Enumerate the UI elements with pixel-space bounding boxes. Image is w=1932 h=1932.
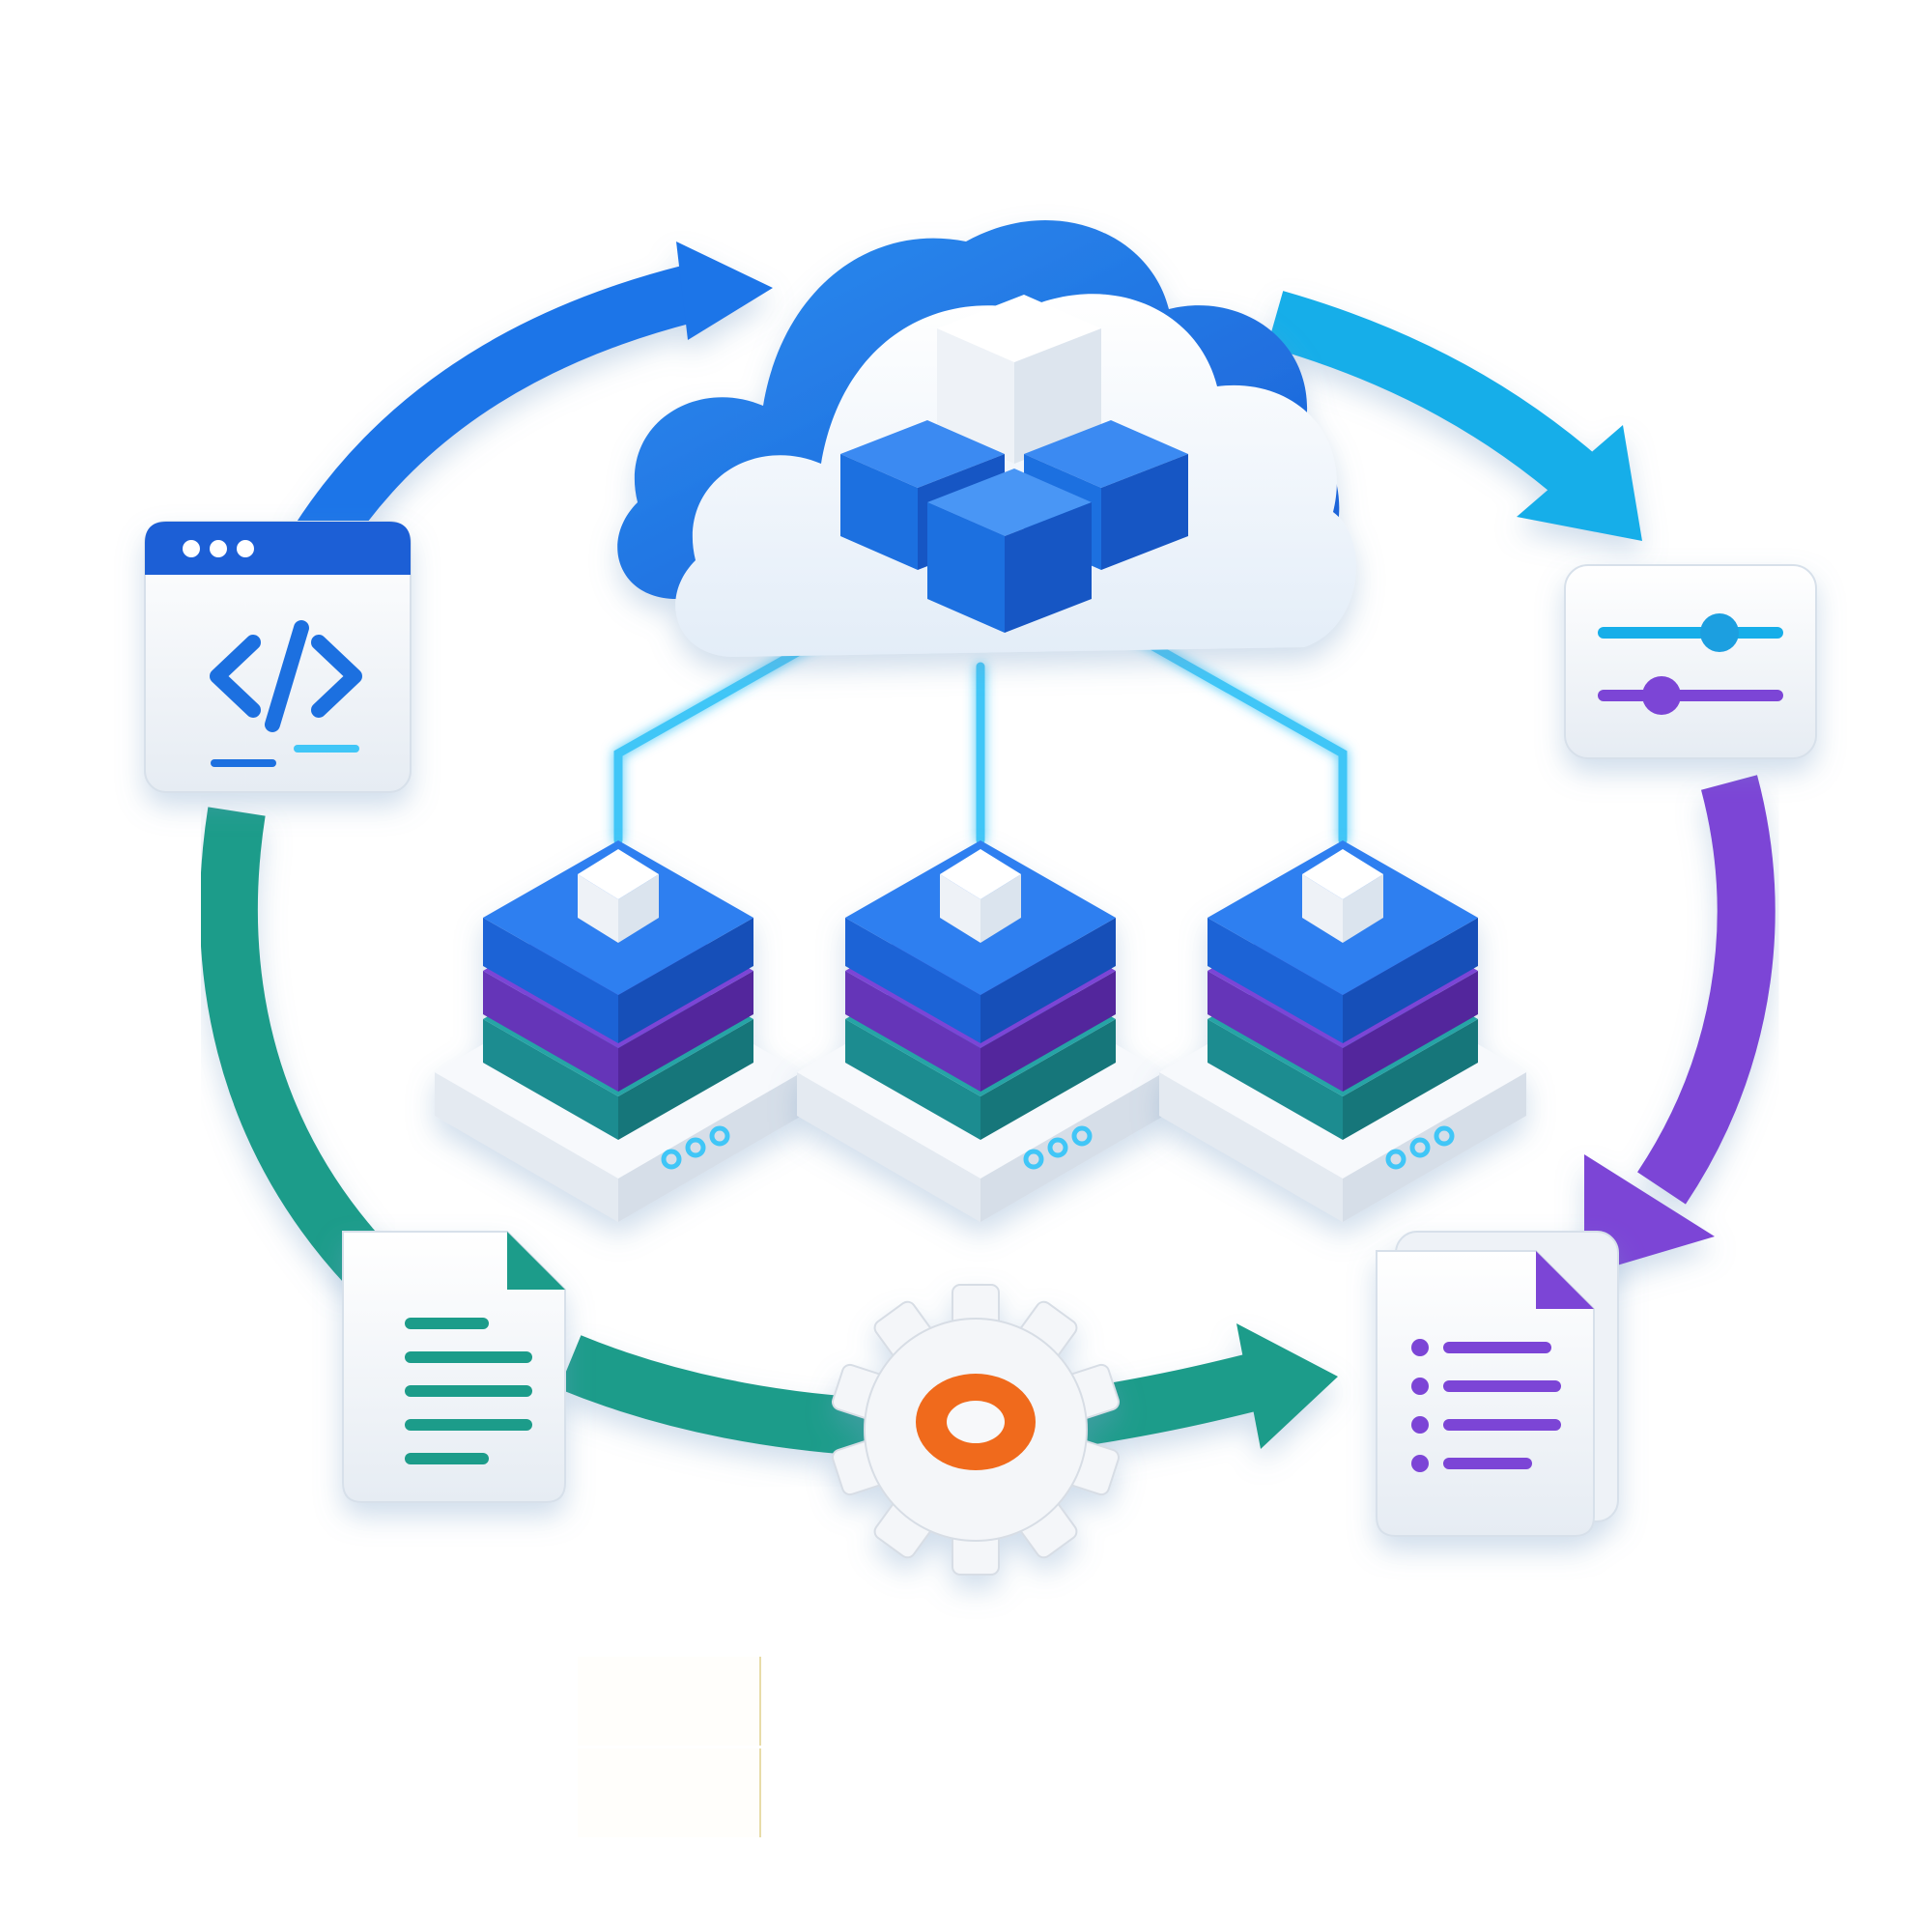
status-dot <box>1434 1125 1455 1147</box>
config-node <box>1564 564 1817 759</box>
checklist-document-icon <box>1411 1339 1561 1472</box>
status-dot <box>1071 1125 1093 1147</box>
server-stack-1 <box>435 840 802 1222</box>
blank-panel-top <box>578 1657 761 1746</box>
arrow-config-to-report <box>1584 775 1776 1275</box>
server-stack-icon <box>797 840 1164 1222</box>
server-stack-icon <box>1159 840 1526 1222</box>
connector-server-3 <box>1116 623 1348 845</box>
sliders-icon <box>1598 613 1783 715</box>
doc-node <box>342 1231 566 1503</box>
status-dot <box>661 1149 682 1170</box>
server-stack-3 <box>1159 840 1526 1222</box>
status-dot <box>1409 1137 1431 1158</box>
cloud-containers-icon <box>617 219 1356 657</box>
server-stack-2 <box>797 840 1164 1222</box>
code-window-icon <box>210 620 362 732</box>
report-node <box>1376 1231 1619 1537</box>
status-dot <box>685 1137 706 1158</box>
status-dot <box>1023 1149 1044 1170</box>
connector-server-1 <box>613 623 845 845</box>
cloud-node <box>617 219 1356 657</box>
code-window-node <box>144 521 412 793</box>
server-stacks <box>435 840 1526 1222</box>
status-dot <box>709 1125 730 1147</box>
gear-icon <box>832 1284 1120 1576</box>
status-dot <box>1047 1137 1068 1158</box>
arrow-cloud-to-config <box>1266 291 1642 541</box>
server-stack-icon <box>435 840 802 1222</box>
arrow-code-to-cloud <box>294 242 773 557</box>
blank-panel-bottom <box>578 1748 761 1837</box>
gear-node <box>832 1284 1120 1576</box>
text-document-icon <box>405 1318 532 1464</box>
status-dot <box>1385 1149 1406 1170</box>
arrow-doc-to-code-window <box>199 807 389 1286</box>
cloud-connectors <box>613 623 1348 845</box>
